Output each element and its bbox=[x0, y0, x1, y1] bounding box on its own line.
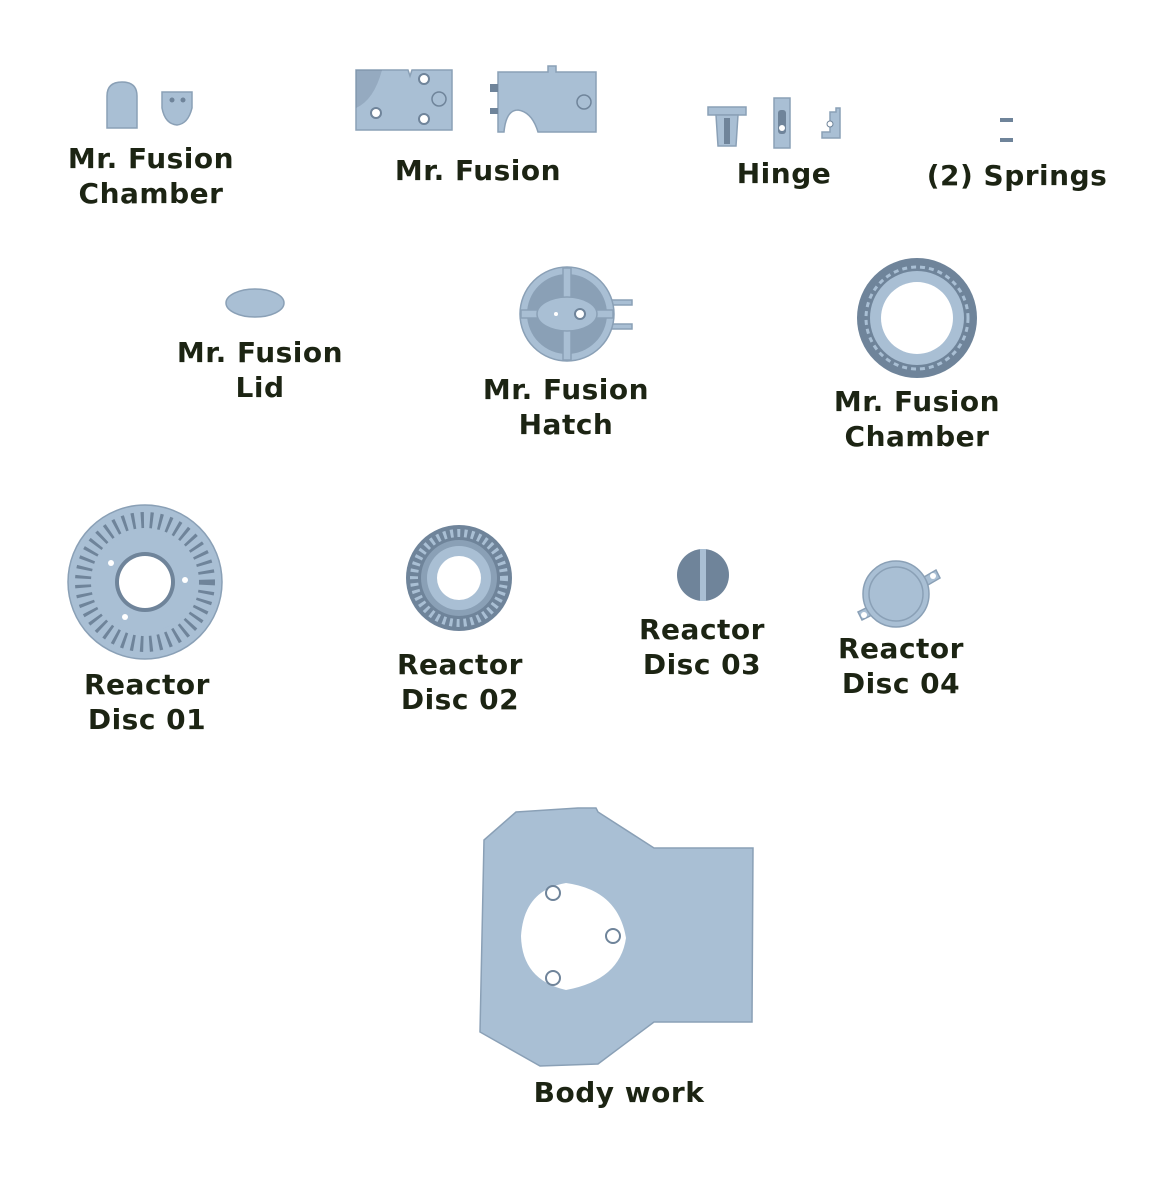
reactor-disc-04-part bbox=[856, 560, 941, 628]
reactor-disc-02-part bbox=[406, 525, 512, 631]
reactor-disc-01-part bbox=[67, 504, 223, 660]
label-fusion: Mr. Fusion bbox=[394, 154, 562, 187]
label-chamber-top: Mr. Fusion Chamber bbox=[67, 142, 235, 210]
label-springs: (2) Springs bbox=[926, 159, 1108, 192]
spring-parts bbox=[1000, 118, 1013, 142]
chamber-ring-part bbox=[857, 258, 977, 378]
label-lid: Mr. Fusion Lid bbox=[176, 336, 344, 404]
label-reactor-disc-04: Reactor Disc 04 bbox=[838, 632, 964, 700]
label-reactor-disc-03: Reactor Disc 03 bbox=[639, 613, 765, 681]
label-body-work: Body work bbox=[533, 1076, 705, 1109]
body-work-part bbox=[479, 807, 754, 1067]
chamber-top-parts bbox=[106, 81, 193, 129]
label-chamber-ring: Mr. Fusion Chamber bbox=[833, 385, 1001, 453]
label-hatch: Mr. Fusion Hatch bbox=[482, 373, 650, 441]
hatch-part bbox=[519, 266, 633, 362]
reactor-disc-03-part bbox=[677, 549, 729, 601]
label-hinge: Hinge bbox=[736, 157, 832, 190]
lid-part bbox=[225, 288, 285, 318]
fusion-side-plates bbox=[355, 65, 597, 133]
hinge-parts bbox=[707, 97, 841, 149]
label-reactor-disc-01: Reactor Disc 01 bbox=[84, 668, 210, 736]
label-reactor-disc-02: Reactor Disc 02 bbox=[397, 648, 523, 716]
